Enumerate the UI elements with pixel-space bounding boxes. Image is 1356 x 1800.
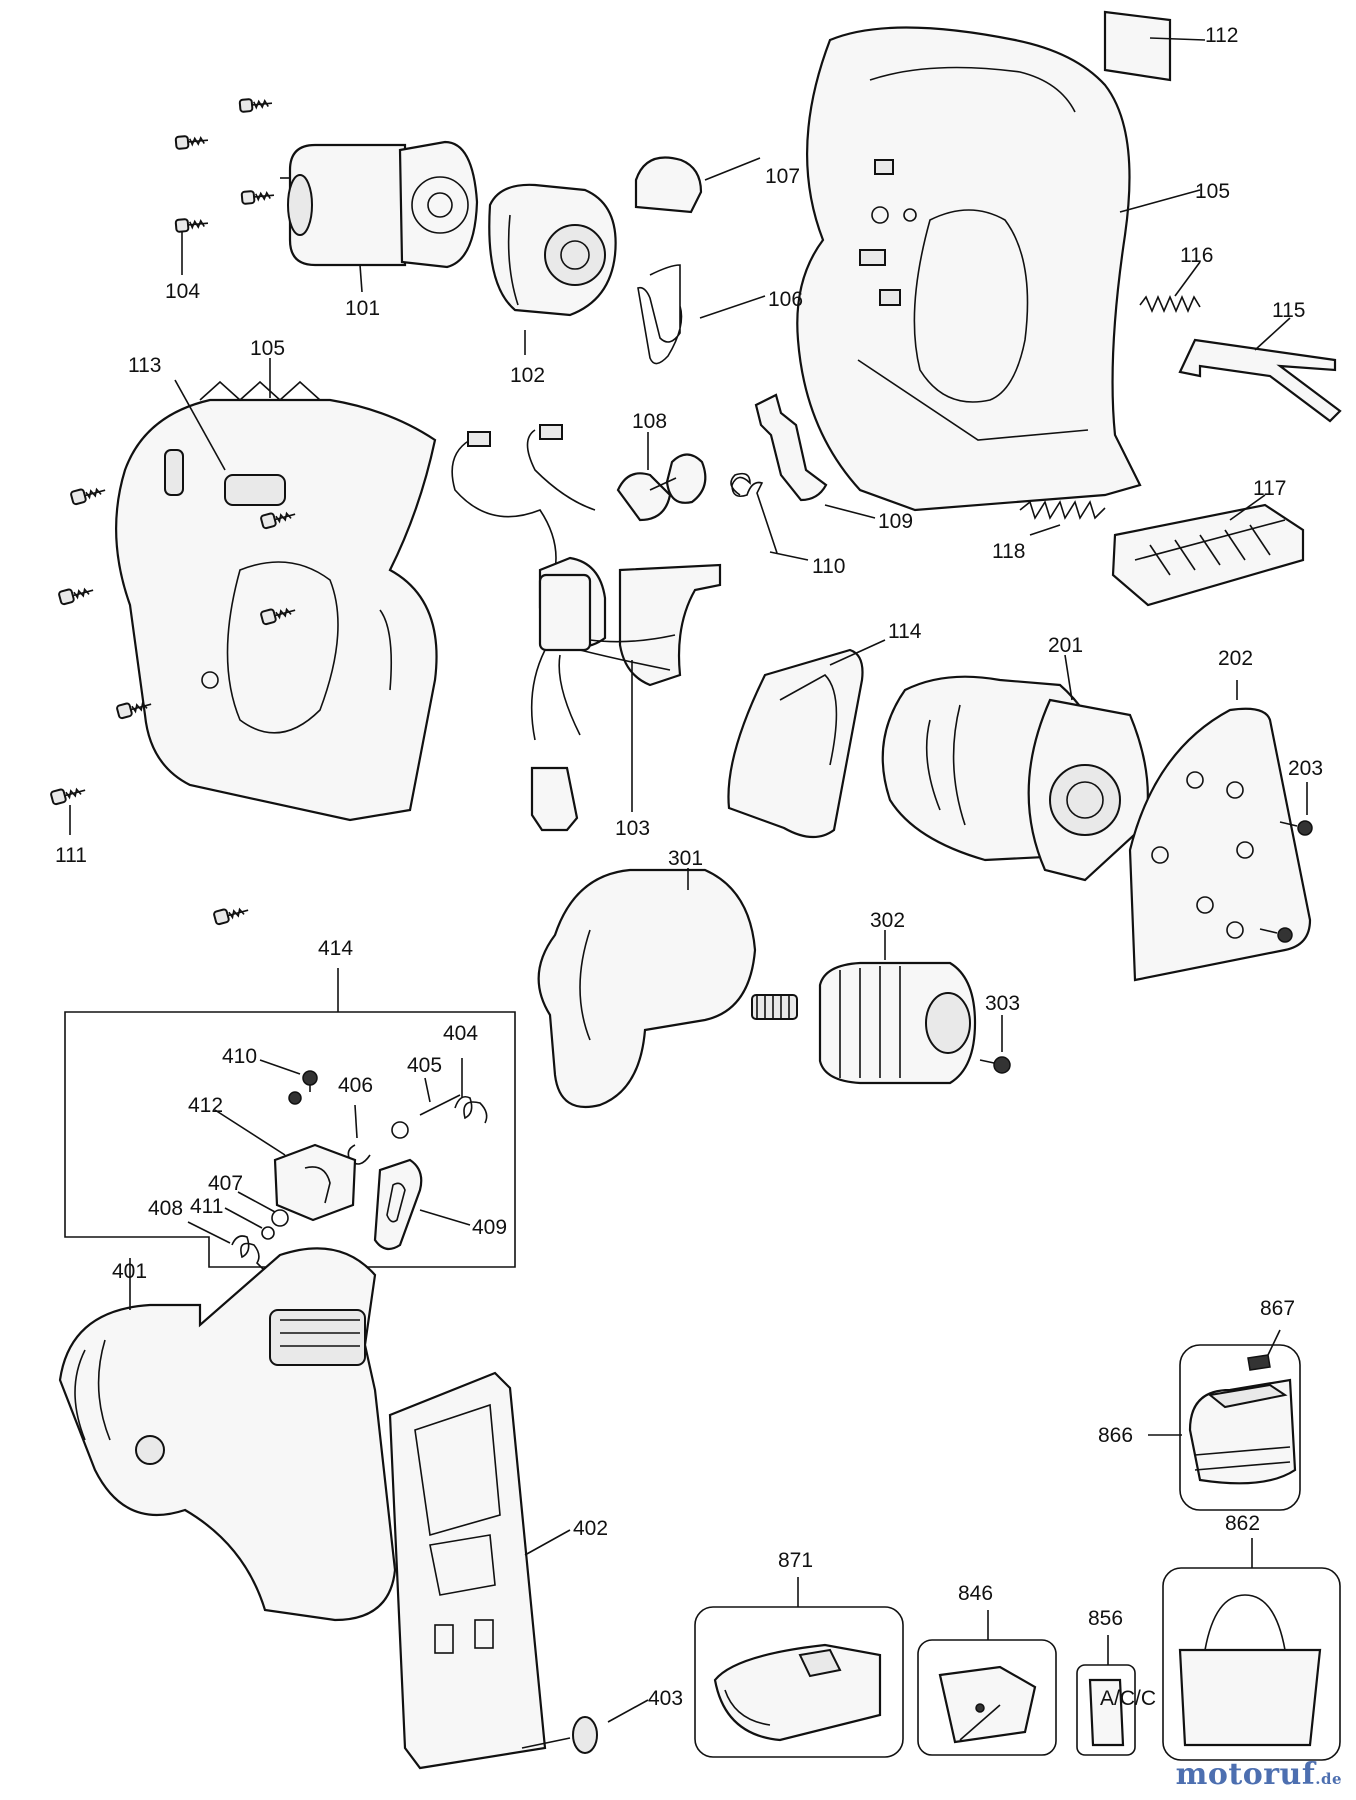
part-867-clip [1247, 1329, 1281, 1371]
part-102-gearbox [488, 183, 617, 355]
label-201: 201 [1048, 634, 1083, 657]
label-862: 862 [1225, 1512, 1260, 1535]
label-103: 103 [615, 817, 650, 840]
part-115-bar [1178, 317, 1342, 423]
label-414: 414 [318, 937, 353, 960]
label-202: 202 [1218, 647, 1253, 670]
label-106: 106 [768, 288, 803, 311]
part-108-knob [616, 432, 707, 522]
label-403: 403 [648, 1687, 683, 1710]
label-301: 301 [668, 847, 703, 870]
label-405: 405 [407, 1054, 442, 1077]
part-202-sanding-plate [1128, 680, 1312, 982]
label-846: 846 [958, 1582, 993, 1605]
screw-group-104 [174, 98, 275, 275]
label-412: 412 [188, 1094, 223, 1117]
part-labels: 101 102 103 104 105 105 106 107 108 109 … [55, 24, 1323, 1710]
part-866-battery [1148, 1344, 1301, 1511]
part-107-clip [634, 156, 761, 214]
label-407: 407 [208, 1172, 243, 1195]
label-404: 404 [443, 1022, 478, 1045]
label-302: 302 [870, 909, 905, 932]
label-116: 116 [1180, 244, 1213, 267]
part-303-screw [979, 1015, 1011, 1074]
label-117: 117 [1253, 477, 1286, 500]
label-105-left: 105 [250, 337, 285, 360]
label-111: 111 [55, 844, 87, 867]
part-101-motor [280, 140, 479, 293]
label-109: 109 [878, 510, 913, 533]
part-117-terminal-block [1111, 494, 1305, 607]
label-406: 406 [338, 1074, 373, 1097]
label-110: 110 [812, 555, 845, 578]
label-118: 118 [992, 540, 1025, 563]
part-871-charger [694, 1577, 904, 1758]
label-114: 114 [888, 620, 922, 643]
label-112: 112 [1205, 24, 1238, 47]
label-303: 303 [985, 992, 1020, 1015]
part-203-screw [1259, 782, 1313, 943]
part-401-jigsaw-head [58, 1247, 397, 1622]
part-403-knob-screw [521, 1699, 649, 1754]
manual-text: A/C/C [1100, 1687, 1156, 1710]
label-408: 408 [148, 1197, 183, 1220]
label-866: 866 [1098, 1424, 1133, 1447]
label-113: 113 [128, 354, 161, 377]
part-201-sander-head [881, 654, 1149, 882]
label-856: 856 [1088, 1607, 1123, 1630]
part-856-manual: A/C/C [1076, 1635, 1156, 1756]
label-102: 102 [510, 364, 545, 387]
label-107: 107 [765, 165, 800, 188]
label-104: 104 [165, 280, 200, 303]
part-106-spring-clip [637, 264, 766, 365]
label-401: 401 [112, 1260, 147, 1283]
part-105-left-housing [115, 358, 438, 822]
part-112-label [1103, 10, 1206, 82]
part-103-switch [451, 424, 722, 832]
part-109-lever [754, 393, 876, 519]
part-302-chuck [818, 930, 977, 1085]
part-846-bit-kit [917, 1610, 1057, 1756]
label-101: 101 [345, 297, 380, 320]
label-108: 108 [632, 410, 667, 433]
label-867: 867 [1260, 1297, 1295, 1320]
label-871: 871 [778, 1549, 813, 1572]
label-105-right: 105 [1195, 180, 1230, 203]
part-118-spring [1019, 500, 1106, 536]
box-414 [64, 968, 516, 1272]
label-115: 115 [1272, 299, 1305, 322]
part-105-right-housing [796, 26, 1201, 512]
part-116-spring [1139, 261, 1201, 314]
part-301-drill-head [537, 868, 798, 1109]
label-402: 402 [573, 1517, 608, 1540]
label-409: 409 [472, 1216, 507, 1239]
label-203: 203 [1288, 757, 1323, 780]
part-862-bag [1162, 1538, 1341, 1761]
screw-group-111 [50, 487, 296, 926]
label-411: 411 [190, 1195, 223, 1218]
part-114-cover [727, 639, 886, 839]
part-110-spring [730, 472, 809, 561]
label-410: 410 [222, 1045, 257, 1068]
watermark-logo: motoruf.de [1175, 1757, 1342, 1792]
part-402-guard [388, 1371, 571, 1770]
